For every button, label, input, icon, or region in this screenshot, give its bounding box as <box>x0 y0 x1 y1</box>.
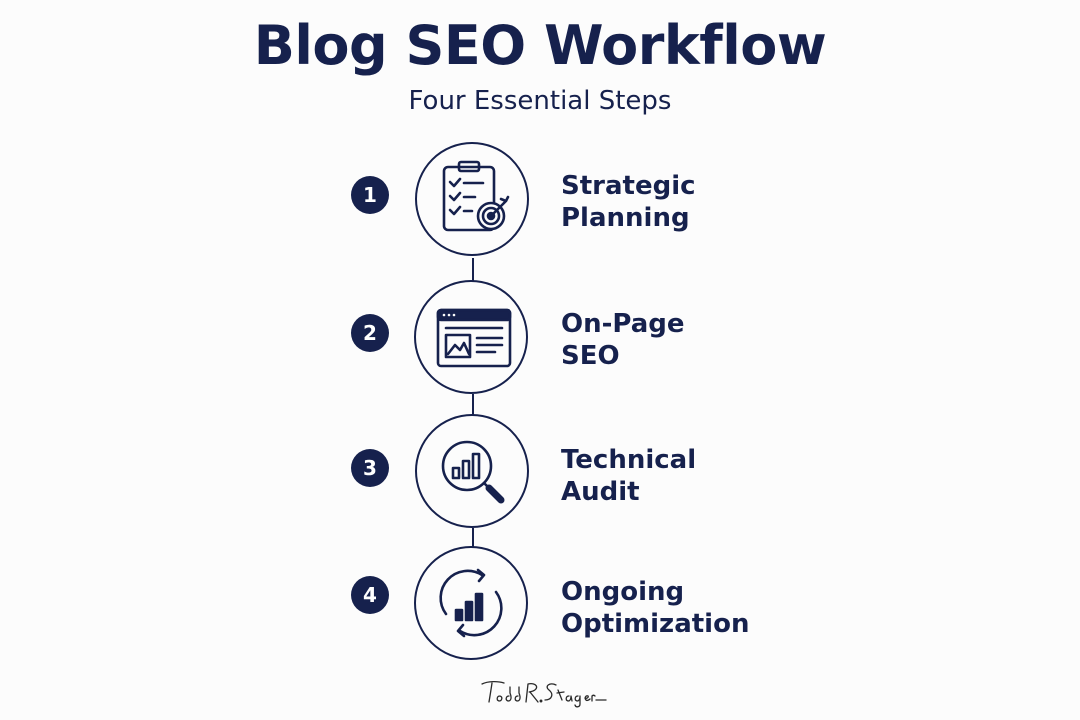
step-label-2: On-Page SEO <box>561 308 685 372</box>
step-circle-3 <box>415 414 529 528</box>
step-label-1-line1: Strategic <box>561 171 696 201</box>
step-label-4-line1: Ongoing <box>561 577 685 607</box>
cycle-chart-icon <box>439 568 503 638</box>
step-circle-2 <box>414 280 528 394</box>
step-label-3: Technical Audit <box>561 444 696 508</box>
step-number-badge-1: 1 <box>351 176 389 214</box>
page-subtitle: Four Essential Steps <box>408 86 672 116</box>
step-label-3-line2: Audit <box>561 477 640 507</box>
step-circle-4 <box>414 546 528 660</box>
step-number-badge-2: 2 <box>351 314 389 352</box>
step-label-1: Strategic Planning <box>561 170 696 234</box>
page-title: Blog SEO Workflow <box>253 14 827 77</box>
step-label-2-line1: On-Page <box>561 309 685 339</box>
connector-line-1-2 <box>472 258 474 282</box>
author-signature <box>481 680 607 708</box>
magnifier-chart-icon <box>441 440 505 504</box>
step-label-3-line1: Technical <box>561 445 697 475</box>
connector-line-2-3 <box>472 394 474 416</box>
step-label-4-line2: Optimization <box>561 609 750 639</box>
step-number-badge-4: 4 <box>351 576 389 614</box>
step-label-4: Ongoing Optimization <box>561 576 749 640</box>
step-label-1-line2: Planning <box>561 203 690 233</box>
step-circle-1 <box>415 142 529 256</box>
step-label-2-line2: SEO <box>561 341 620 371</box>
webpage-layout-icon <box>436 308 512 368</box>
clipboard-target-icon <box>442 160 510 232</box>
step-number-badge-3: 3 <box>351 449 389 487</box>
connector-line-3-4 <box>472 528 474 548</box>
